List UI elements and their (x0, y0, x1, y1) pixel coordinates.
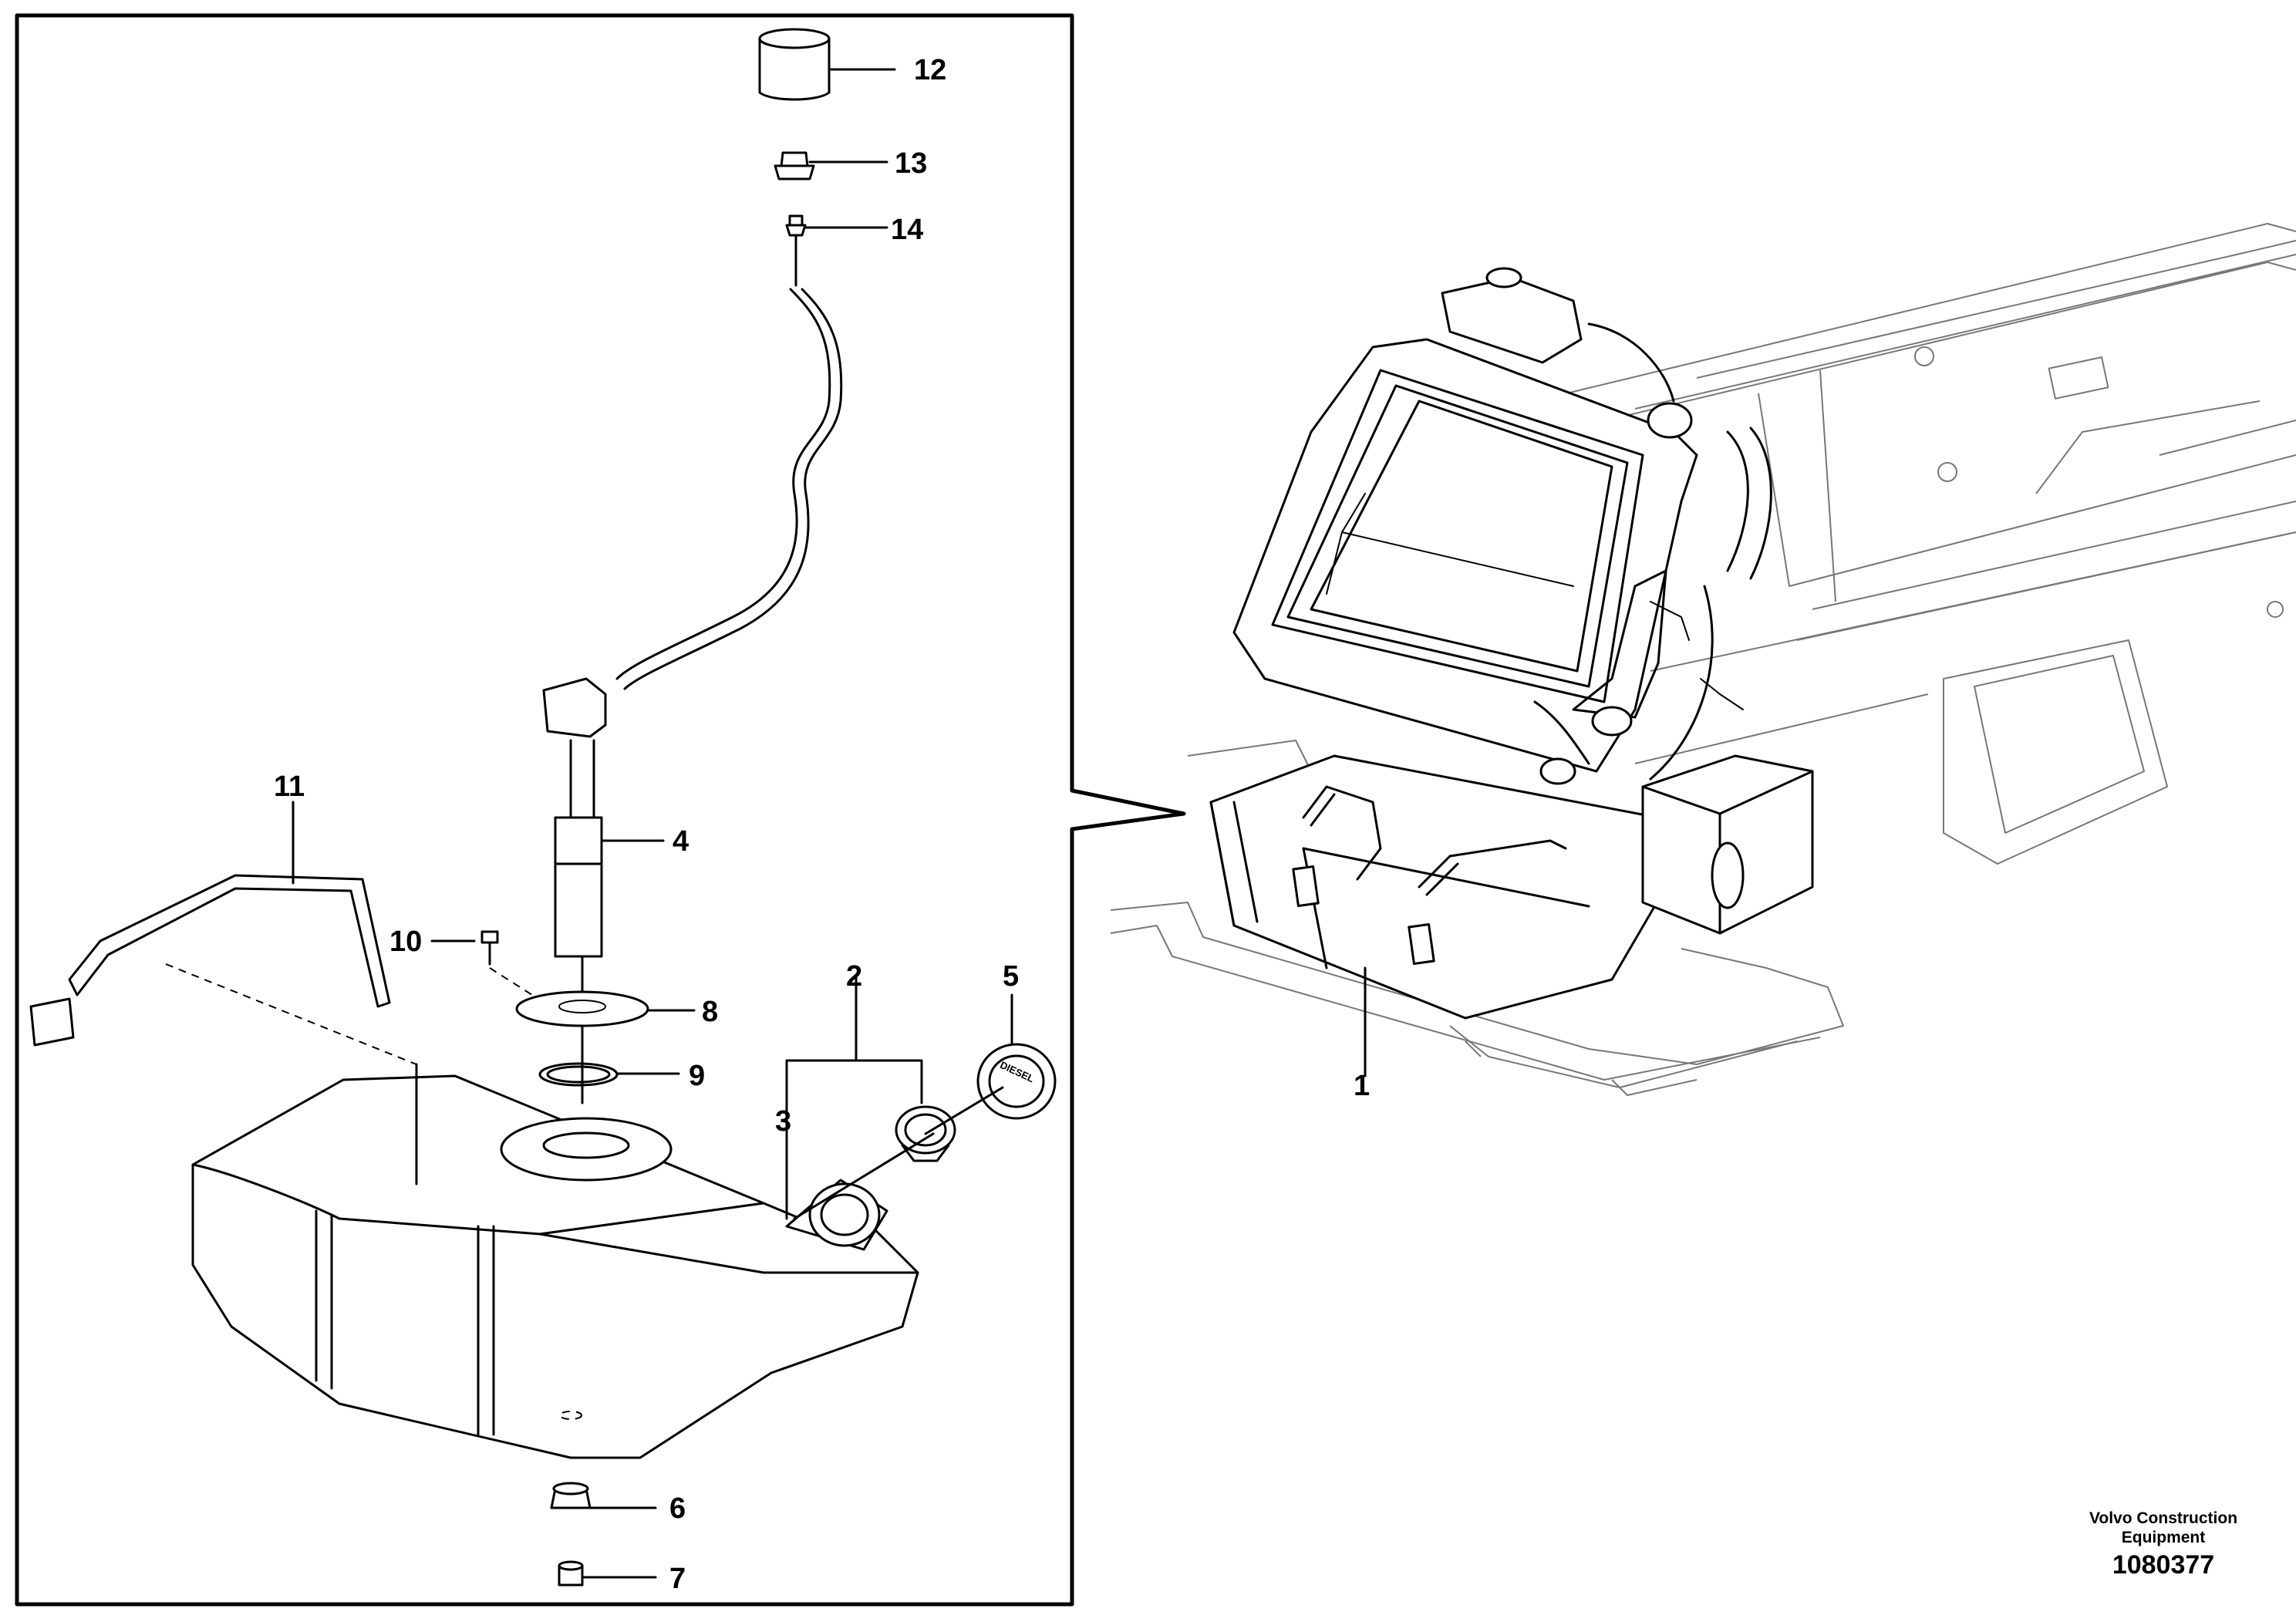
callout-7: 7 (669, 1563, 686, 1595)
callout-12: 12 (914, 54, 946, 86)
callout-1: 1 (1354, 1070, 1370, 1102)
filler-strainer (895, 1105, 956, 1162)
screw (480, 930, 499, 966)
nipple-fitting (785, 214, 807, 287)
radiator-assembly (1232, 267, 1772, 785)
callout-3: 3 (775, 1105, 791, 1138)
fuel-tank-installed (1209, 754, 1814, 1020)
callout-10: 10 (389, 926, 422, 958)
callout-9: 9 (689, 1060, 705, 1092)
callout-14: 14 (891, 214, 923, 246)
brand-line-2: Equipment (2122, 1529, 2206, 1546)
cap-filter (758, 28, 831, 101)
drain-adapter (550, 1482, 592, 1509)
callout-4: 4 (673, 825, 689, 858)
tank-strap (29, 874, 391, 1047)
callout-2: 2 (846, 960, 862, 993)
callout-5: 5 (1003, 960, 1019, 993)
detail-frame (15, 13, 1186, 1607)
level-sender (542, 677, 607, 1104)
leader-lines (292, 68, 1367, 1579)
document-number: 1080377 (2112, 1550, 2214, 1580)
o-ring (538, 1062, 619, 1087)
machine-frame (1110, 223, 2296, 1096)
drain-plug (558, 1560, 584, 1587)
callout-13: 13 (895, 147, 927, 180)
fuel-tank (191, 1074, 919, 1459)
flange-gasket (515, 990, 649, 1027)
callout-11: 11 (274, 771, 305, 803)
callout-6: 6 (669, 1492, 686, 1525)
vent-hose (615, 288, 843, 690)
adapter (774, 151, 815, 180)
filler-cap: DIESEL (976, 1043, 1057, 1120)
callout-8: 8 (702, 996, 718, 1028)
brand-line-1: Volvo Construction (2089, 1509, 2237, 1527)
